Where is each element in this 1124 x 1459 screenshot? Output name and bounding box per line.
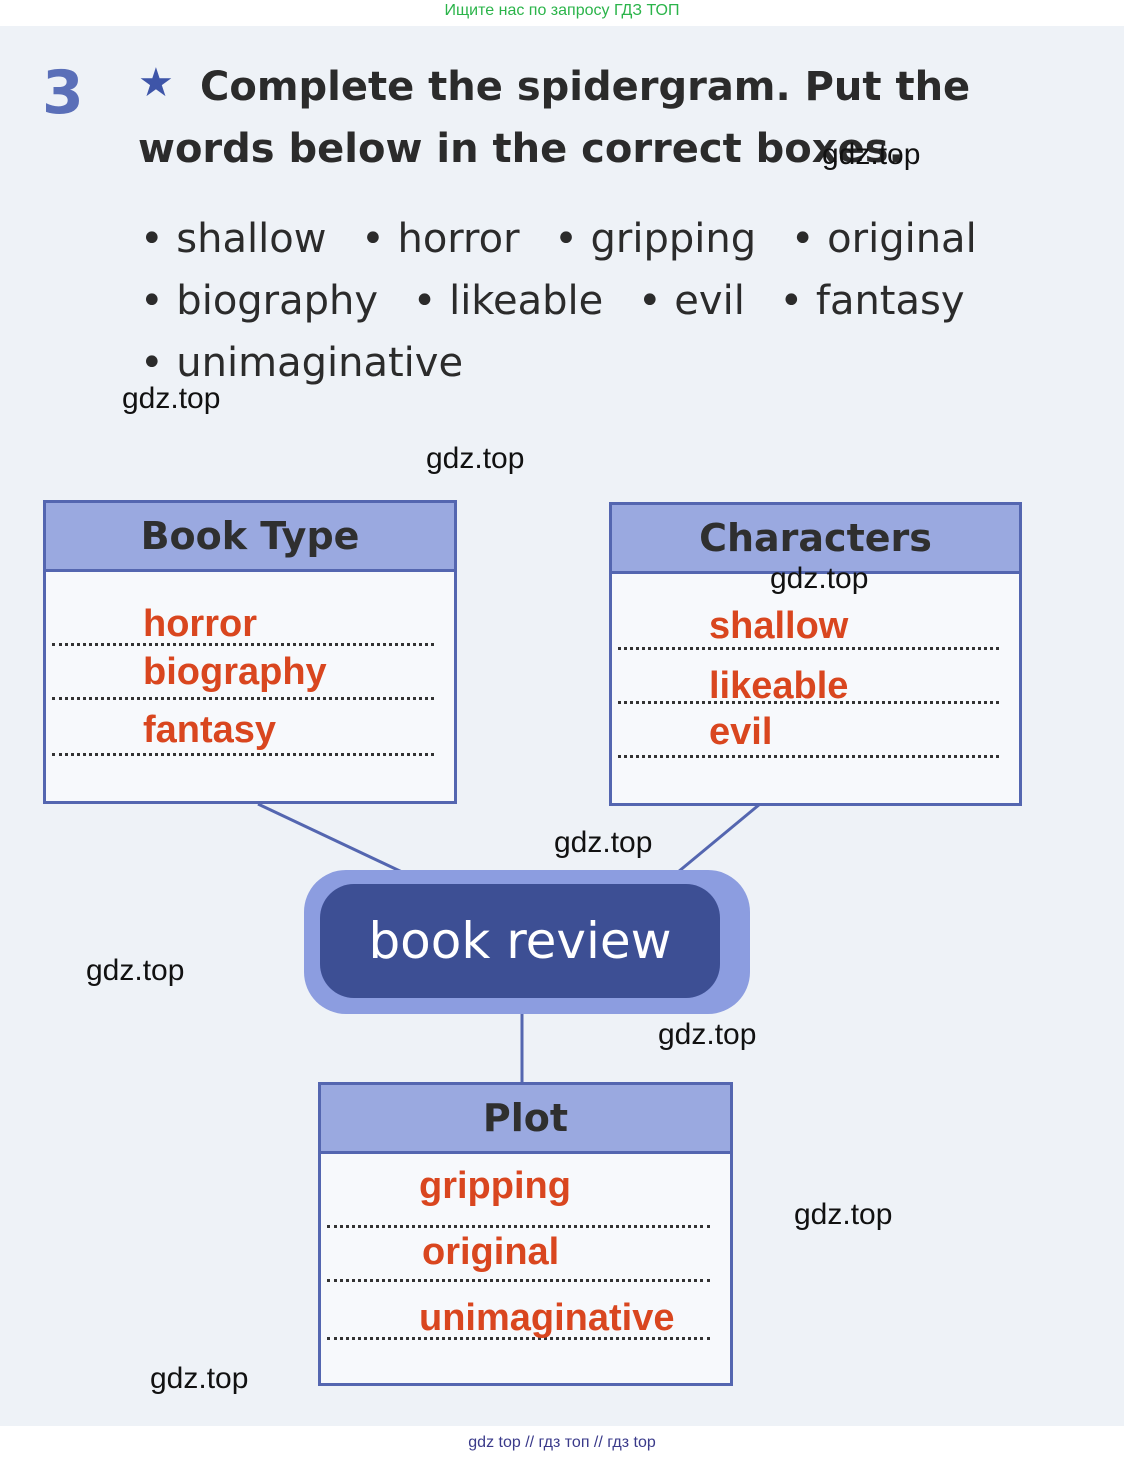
answer-line xyxy=(618,701,999,704)
book-review-label: book review xyxy=(320,884,720,998)
answer-line xyxy=(327,1337,710,1340)
word-bank-row-2: • biography • likeable • evil • fantasy xyxy=(140,270,1040,332)
word-bank-item: • biography xyxy=(140,278,379,324)
characters-box: Characters shallow likeable evil xyxy=(609,502,1022,806)
answer-line xyxy=(327,1279,710,1282)
exercise-number: 3 xyxy=(42,58,84,128)
watermark: gdz.top xyxy=(122,382,221,415)
plot-answer[interactable]: unimaginative xyxy=(419,1297,675,1339)
answer-line xyxy=(618,647,999,650)
bottom-banner[interactable]: gdz top // гдз топ // гдз top xyxy=(468,1434,656,1451)
watermark: gdz.top xyxy=(554,826,653,859)
word-bank-row-1: • shallow • horror • gripping • original xyxy=(140,208,1040,270)
top-banner[interactable]: Ищите нас по запросу ГДЗ ТОП xyxy=(444,2,680,19)
word-bank: • shallow • horror • gripping • original… xyxy=(140,208,1040,394)
characters-title: Characters xyxy=(612,505,1019,574)
watermark: gdz.top xyxy=(150,1362,249,1395)
word-bank-item: • gripping xyxy=(554,216,757,262)
word-bank-item: • likeable xyxy=(412,278,604,324)
instruction-text: Complete the spidergram. Put the words b… xyxy=(138,64,971,172)
plot-answer[interactable]: original xyxy=(422,1231,560,1273)
word-bank-item: • fantasy xyxy=(779,278,965,324)
book-type-box: Book Type horror biography fantasy xyxy=(43,500,457,804)
book-type-answer[interactable]: horror xyxy=(143,603,257,645)
plot-title: Plot xyxy=(321,1085,730,1154)
book-type-answer[interactable]: fantasy xyxy=(143,709,277,751)
book-type-title: Book Type xyxy=(46,503,454,572)
answer-line xyxy=(618,755,999,758)
characters-answer[interactable]: likeable xyxy=(709,665,849,707)
plot-answer[interactable]: gripping xyxy=(419,1165,571,1207)
answer-line xyxy=(327,1225,710,1228)
watermark: gdz.top xyxy=(426,442,525,475)
characters-answer[interactable]: shallow xyxy=(709,605,849,647)
word-bank-item: • original xyxy=(790,216,977,262)
word-bank-item: • unimaginative xyxy=(140,340,464,386)
watermark: gdz.top xyxy=(86,954,185,987)
answer-line xyxy=(52,753,434,756)
word-bank-row-3: • unimaginative xyxy=(140,332,1040,394)
answer-line xyxy=(52,643,434,646)
answer-line xyxy=(52,697,434,700)
star-icon: ★ xyxy=(138,60,174,106)
characters-answer[interactable]: evil xyxy=(709,711,773,753)
word-bank-item: • evil xyxy=(638,278,745,324)
word-bank-item: • horror xyxy=(361,216,520,262)
watermark: gdz.top xyxy=(658,1018,757,1051)
watermark: gdz.top xyxy=(770,562,869,595)
word-bank-item: • shallow xyxy=(140,216,327,262)
watermark: gdz.top xyxy=(794,1198,893,1231)
watermark: gdz.top xyxy=(822,138,921,171)
connector-book-type xyxy=(257,802,403,874)
connector-characters xyxy=(677,802,761,874)
plot-box: Plot gripping original unimaginative xyxy=(318,1082,733,1386)
book-type-answer[interactable]: biography xyxy=(143,651,327,693)
